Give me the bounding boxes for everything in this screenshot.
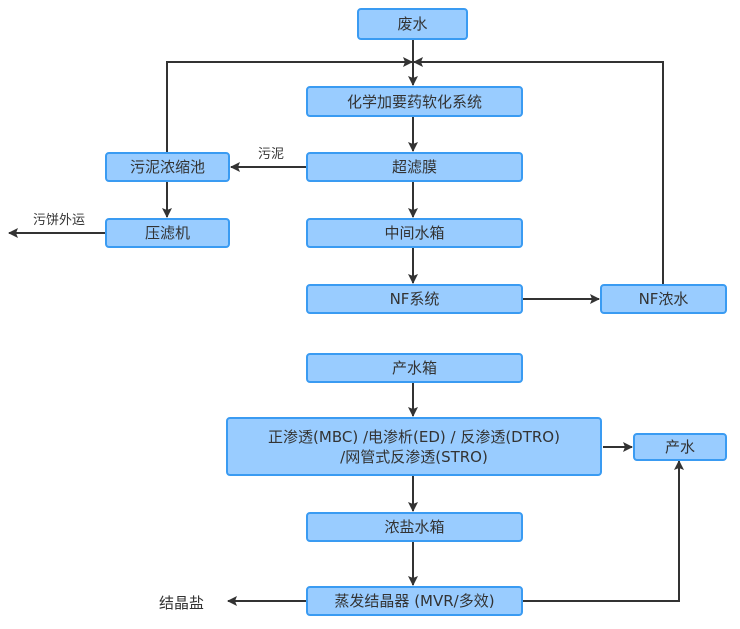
edge-evaporator-product — [523, 460, 684, 602]
node-nf-system: NF系统 — [306, 284, 523, 314]
node-membrane-processes: 正渗透(MBC) /电渗析(ED) / 反渗透(DTRO) /网管式反渗透(ST… — [226, 417, 602, 476]
node-sludge-thickener: 污泥浓缩池 — [105, 152, 230, 182]
edge-label-crystal-salt: 结晶盐 — [159, 594, 205, 612]
node-brine-tank: 浓盐水箱 — [306, 512, 523, 542]
node-softening-system: 化学加要药软化系统 — [306, 86, 523, 117]
node-product-tank: 产水箱 — [306, 353, 523, 383]
node-label-line2: /网管式反渗透(STRO) — [340, 447, 488, 466]
edge-nf-concentrate-return — [413, 57, 664, 284]
node-label: 浓盐水箱 — [384, 518, 445, 536]
node-label: 产水箱 — [391, 359, 437, 377]
node-filter-press: 压滤机 — [105, 218, 230, 248]
node-label: 废水 — [397, 15, 428, 33]
node-evaporator: 蒸发结晶器 (MVR/多效) — [306, 586, 523, 616]
node-wastewater: 废水 — [357, 8, 468, 40]
node-label: 蒸发结晶器 (MVR/多效) — [334, 592, 495, 610]
node-label: 化学加要药软化系统 — [346, 92, 482, 111]
node-label: NF系统 — [389, 290, 440, 308]
node-intermediate-tank: 中间水箱 — [306, 218, 523, 248]
node-label: 超滤膜 — [391, 158, 437, 176]
edge-label-sludge: 污泥 — [258, 147, 285, 162]
node-product-water: 产水 — [633, 433, 727, 461]
node-label-line1: 正渗透(MBC) /电渗析(ED) / 反渗透(DTRO) — [268, 427, 560, 446]
node-label: 压滤机 — [144, 224, 190, 242]
node-label: NF浓水 — [638, 290, 689, 308]
node-label: 中间水箱 — [384, 224, 445, 242]
edge-label-cake-out: 污饼外运 — [33, 213, 86, 228]
node-label: 污泥浓缩池 — [129, 158, 205, 176]
node-nf-concentrate: NF浓水 — [600, 284, 727, 314]
edge-thickener-return — [166, 57, 413, 152]
node-label: 产水 — [664, 438, 695, 456]
node-ultrafiltration: 超滤膜 — [306, 152, 523, 182]
